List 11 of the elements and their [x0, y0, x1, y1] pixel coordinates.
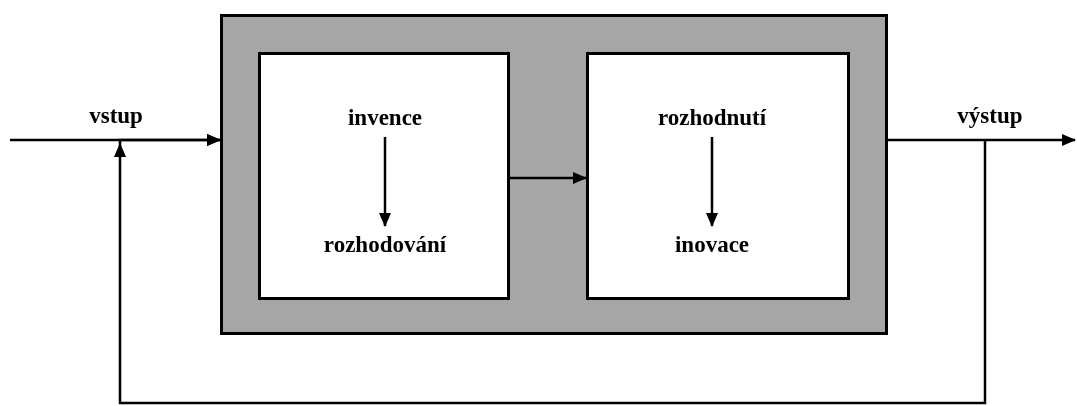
- arrow: [510, 172, 587, 184]
- node-label: inovace: [674, 232, 750, 258]
- node-label: rozhodování: [323, 232, 447, 258]
- arrow: [379, 137, 391, 227]
- node-label: rozhodnutí: [657, 105, 767, 131]
- node-label: invence: [347, 105, 423, 131]
- process-box: [586, 52, 850, 300]
- process-box: [258, 52, 510, 300]
- arrow: [706, 137, 718, 227]
- system-panel: [220, 14, 888, 335]
- arrow: [888, 134, 1076, 146]
